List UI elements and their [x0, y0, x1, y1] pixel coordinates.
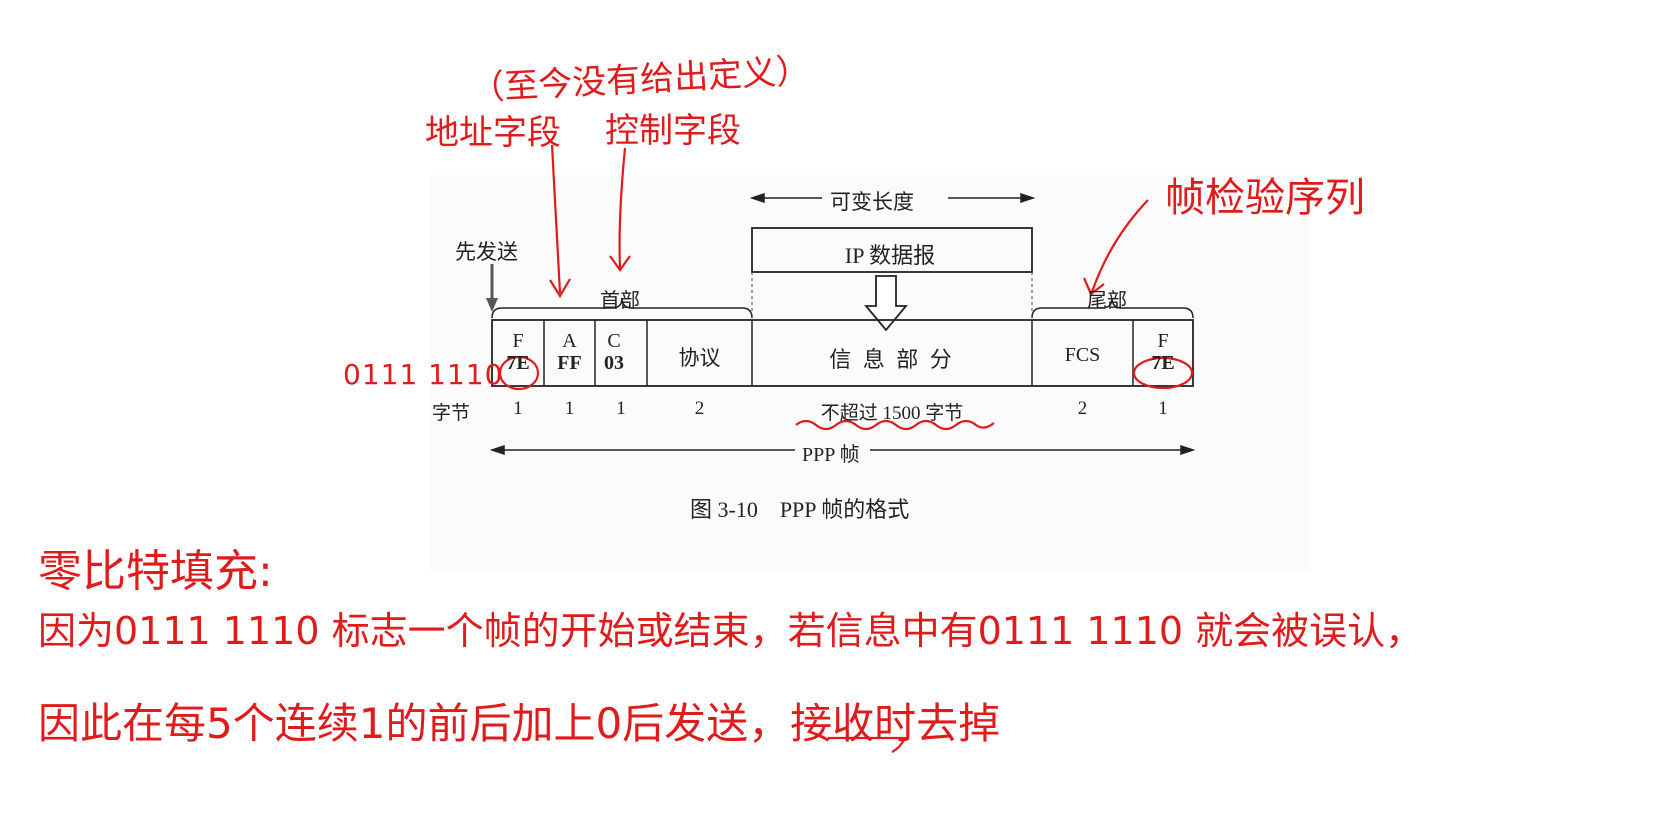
field-fcs: FCS	[1064, 344, 1101, 366]
field-flag-end-value: 7E	[1151, 352, 1175, 374]
byte-count: 1	[564, 398, 575, 419]
field-flag-start: F 7E	[492, 330, 544, 374]
byte-count: 不超过 1500 字节	[820, 403, 964, 424]
control-field-note: 控制字段	[605, 111, 741, 151]
field-flag-end: F 7E	[1133, 330, 1193, 374]
flag-bits-note: 0111 1110	[343, 358, 504, 391]
field-protocol: 协议	[678, 346, 721, 370]
encapsulate-arrow	[864, 275, 908, 332]
variable-length-label: 可变长度	[830, 190, 914, 214]
field-control-name: C	[607, 330, 621, 352]
frame-label: PPP 帧	[802, 444, 860, 466]
byte-count: 2	[1077, 398, 1088, 419]
flag-circle-end	[1132, 356, 1194, 390]
address-arrow	[550, 144, 562, 294]
flag-circle-start	[498, 355, 540, 391]
fcs-arrow	[1090, 199, 1149, 293]
header-label: 首部	[600, 290, 640, 312]
figure-caption: 图 3-10 PPP 帧的格式	[690, 497, 910, 522]
field-address-name: A	[562, 330, 577, 352]
header-brace	[491, 297, 753, 319]
field-address-value: FF	[557, 352, 582, 374]
byte-count: 1	[513, 398, 523, 419]
ppp-frame-figure	[430, 175, 1310, 570]
explanation-line-2: 因此在每5个连续1的前后加上0后发送，接收时去掉	[38, 699, 1001, 748]
frame-box	[491, 319, 1194, 387]
fcs-note: 帧检验序列	[1165, 175, 1365, 221]
trailer-brace	[1031, 297, 1194, 319]
byte-count: 2	[694, 398, 705, 419]
byte-count: 1	[1158, 398, 1168, 419]
ip-datagram-label: IP 数据报	[844, 243, 936, 268]
ip-datagram-box	[751, 227, 1033, 273]
byte-count: 1	[616, 398, 626, 419]
field-control-value: 03	[604, 352, 624, 374]
send-first-label: 先发送	[455, 240, 518, 264]
field-flag-start-name: F	[512, 330, 524, 352]
field-control: C 03	[595, 330, 633, 374]
field-flag-end-name: F	[1157, 330, 1169, 352]
explanation-line-1: 因为0111 1110 标志一个帧的开始或结束，若信息中有0111 1110 就…	[38, 609, 1424, 653]
byte-row-label: 字节	[432, 403, 471, 424]
send-underline	[828, 736, 907, 753]
trailer-label: 尾部	[1087, 290, 1127, 312]
address-field-note: 地址字段	[425, 113, 561, 153]
field-flag-start-value: 7E	[506, 352, 530, 374]
control-arrow	[618, 147, 627, 269]
field-address: A FF	[544, 330, 595, 374]
field-information: 信 息 部 分	[829, 347, 955, 372]
wavy-underline	[795, 419, 995, 431]
zero-bit-stuffing-heading: 零比特填充:	[38, 546, 273, 597]
